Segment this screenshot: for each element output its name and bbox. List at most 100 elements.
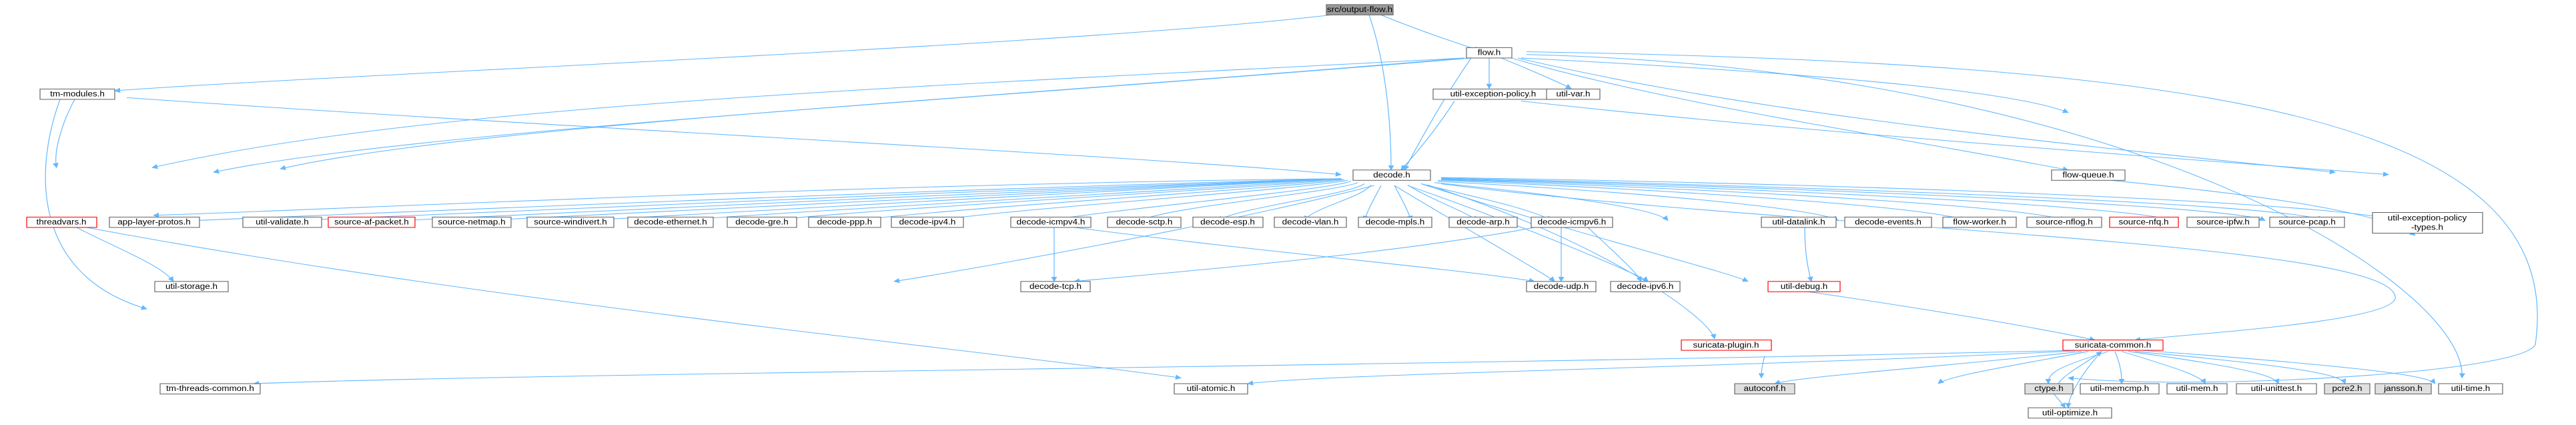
edge <box>1074 227 1535 284</box>
graph-node[interactable]: util-var.h <box>1546 88 1601 100</box>
node-label: util-atomic.h <box>1187 384 1236 393</box>
graph-node[interactable]: pcre2.h <box>2324 383 2371 395</box>
node-label: decode-icmpv4.h <box>1017 218 1086 226</box>
node-label: decode-gre.h <box>735 218 788 226</box>
edge <box>2134 351 2346 384</box>
graph-node[interactable]: decode-sctp.h <box>1107 216 1182 228</box>
graph-node[interactable]: util-storage.h <box>154 281 229 292</box>
edge <box>400 178 1342 224</box>
node-label: app-layer-protos.h <box>117 218 190 226</box>
graph-node[interactable]: decode-vlan.h <box>1274 216 1347 228</box>
node-label: source-nfq.h <box>2119 218 2169 226</box>
graph-node[interactable]: util-unittest.h <box>2236 383 2317 395</box>
edge <box>193 178 1342 224</box>
node-label: source-ipfw.h <box>2196 218 2249 226</box>
edge <box>893 185 1375 284</box>
graph-node[interactable]: util-optimize.h <box>2028 407 2112 419</box>
graph-node[interactable]: util-datalink.h <box>1761 216 1837 228</box>
graph-node[interactable]: decode-ethernet.h <box>627 216 714 228</box>
graph-node[interactable]: tm-modules.h <box>39 88 115 100</box>
edge <box>2058 351 2102 384</box>
node-label: src/output-flow.h <box>1327 5 1392 14</box>
graph-node[interactable]: decode-icmpv6.h <box>1531 216 1613 228</box>
node-label: decode-arp.h <box>1456 218 1509 226</box>
edge <box>2121 351 2206 384</box>
graph-node[interactable]: autoconf.h <box>1734 383 1795 395</box>
node-label: util-datalink.h <box>1772 218 1825 226</box>
graph-node[interactable]: flow-worker.h <box>1942 216 2017 228</box>
node-label: decode-ppp.h <box>817 218 872 226</box>
edge <box>2114 351 2125 384</box>
graph-node[interactable]: decode-events.h <box>1844 216 1932 228</box>
graph-node[interactable]: decode-icmpv4.h <box>1010 216 1092 228</box>
graph-node[interactable]: util-exception-policy.h <box>1432 88 1554 100</box>
graph-node[interactable]: source-nfq.h <box>2109 216 2179 228</box>
graph-node[interactable]: util-memcmp.h <box>2080 383 2160 395</box>
edge <box>2128 351 2280 384</box>
edge <box>153 178 1342 218</box>
graph-node[interactable]: source-pcap.h <box>2269 216 2345 228</box>
graph-node[interactable]: decode-mpls.h <box>1358 216 1432 228</box>
graph-node[interactable]: util-time.h <box>2438 383 2503 395</box>
graph-node[interactable]: decode-esp.h <box>1192 216 1264 228</box>
edge <box>1440 183 2396 342</box>
graph-node[interactable]: decode.h <box>1352 169 1431 181</box>
graph-node[interactable]: source-nflog.h <box>2026 216 2102 228</box>
graph-node[interactable]: util-debug.h <box>1767 281 1841 292</box>
graph-node[interactable]: decode-arp.h <box>1448 216 1518 228</box>
edge <box>1404 57 1472 171</box>
graph-node[interactable]: decode-ipv6.h <box>1610 281 1681 292</box>
edge <box>1400 101 1455 171</box>
graph-node[interactable]: src/output-flow.h <box>1326 4 1394 15</box>
edge <box>86 227 1182 380</box>
graph-node[interactable]: suricata-common.h <box>2062 340 2164 351</box>
edge <box>1217 183 1365 221</box>
graph-node[interactable]: decode-gre.h <box>727 216 797 228</box>
graph-node[interactable]: tm-threads-common.h <box>159 383 261 395</box>
edge <box>1440 179 2066 222</box>
graph-node[interactable]: app-layer-protos.h <box>109 216 200 228</box>
node-label: decode.h <box>1373 171 1410 179</box>
edge <box>767 179 1343 223</box>
edge <box>1521 57 2069 113</box>
node-label: util-mem.h <box>2176 384 2218 393</box>
graph-node[interactable]: threadvars.h <box>26 216 97 228</box>
graph-node[interactable]: suricata-plugin.h <box>1681 340 1772 351</box>
edge <box>151 57 1465 169</box>
graph-node[interactable]: util-exception-policy -types.h <box>2372 211 2483 234</box>
graph-node[interactable]: source-netmap.h <box>432 216 512 228</box>
graph-node[interactable]: source-windivert.h <box>526 216 614 228</box>
edge <box>1440 177 2322 222</box>
graph-node[interactable]: source-ipfw.h <box>2186 216 2260 228</box>
node-label: util-exception-policy <box>2388 214 2467 222</box>
graph-node[interactable]: util-validate.h <box>242 216 322 228</box>
graph-node[interactable]: source-af-packet.h <box>328 216 416 228</box>
edge <box>1807 291 2096 342</box>
graph-node[interactable]: flow.h <box>1466 47 1513 59</box>
edge <box>1758 356 1765 379</box>
edge <box>1420 183 1749 282</box>
edge <box>1511 57 2069 172</box>
graph-node[interactable]: decode-ipv4.h <box>891 216 964 228</box>
edge <box>1304 184 1372 222</box>
edge <box>1247 350 2076 386</box>
node-label: decode-ethernet.h <box>634 218 707 226</box>
graph-node[interactable]: decode-ppp.h <box>808 216 881 228</box>
graph-node[interactable]: decode-udp.h <box>1526 281 1597 292</box>
node-label: decode-udp.h <box>1534 282 1589 291</box>
graph-node[interactable]: util-mem.h <box>2166 383 2228 395</box>
edge <box>1434 182 1669 222</box>
graph-node[interactable]: util-atomic.h <box>1174 383 1248 395</box>
node-label: decode-icmpv6.h <box>1538 218 1607 226</box>
graph-node[interactable]: ctype.h <box>2024 383 2074 395</box>
graph-node[interactable]: jansson.h <box>2375 383 2432 395</box>
edge <box>1407 185 1649 282</box>
node-label: source-pcap.h <box>2278 218 2335 226</box>
graph-node[interactable]: flow-queue.h <box>2051 169 2126 181</box>
graph-node[interactable]: decode-tcp.h <box>1020 281 1091 292</box>
edge <box>126 97 1342 177</box>
edge <box>1427 184 1717 340</box>
edge <box>673 178 1342 223</box>
edge <box>1440 178 2266 222</box>
